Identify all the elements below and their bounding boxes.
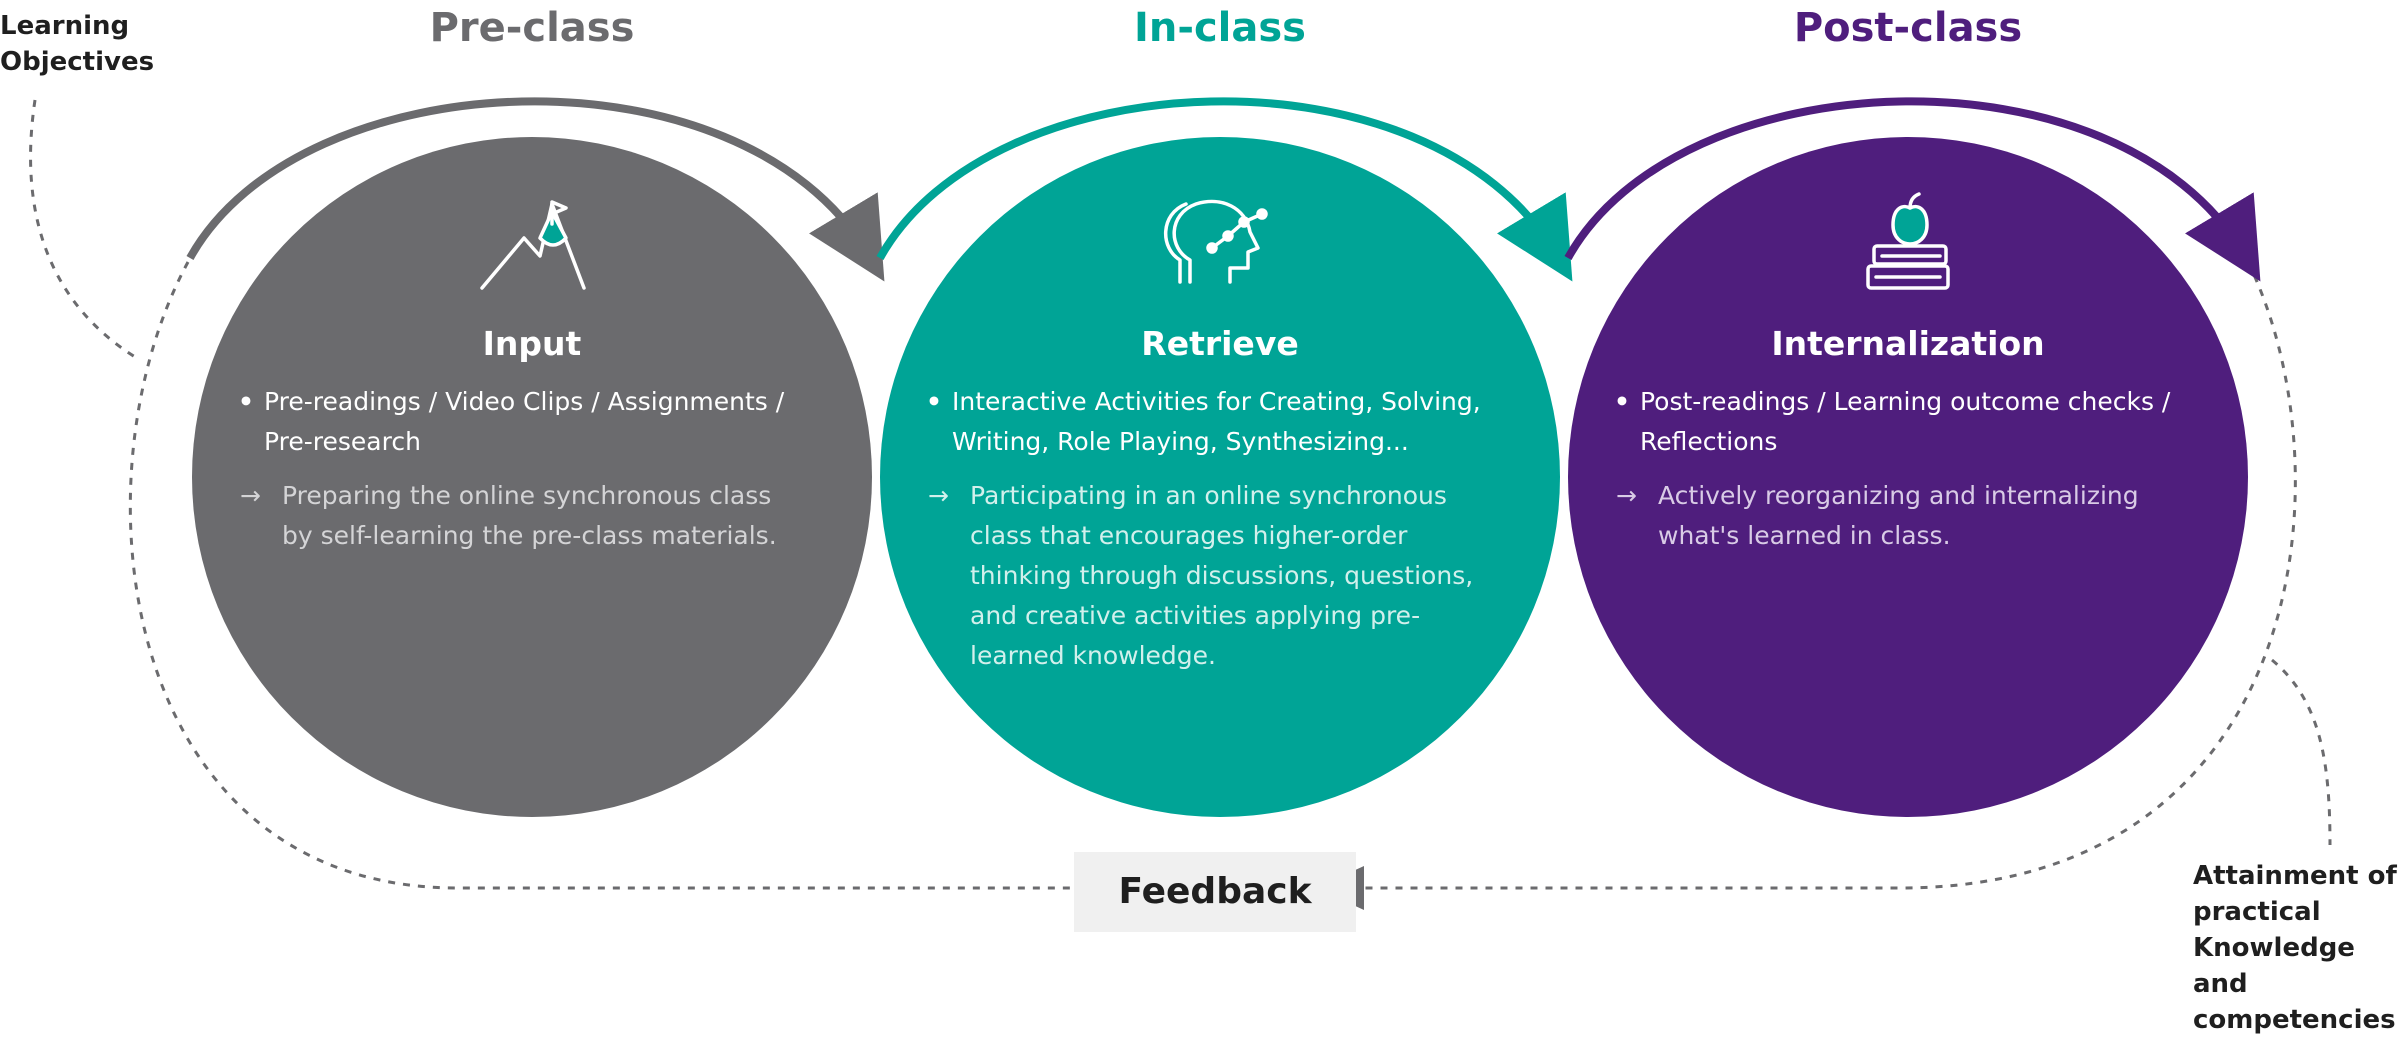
post-class-circle bbox=[1568, 137, 2248, 817]
arrow-right-icon: → bbox=[240, 481, 261, 510]
post-class-bullet-text: Post-readings / Learning outcome checks … bbox=[1640, 387, 2171, 456]
in-class-bullet: •Interactive Activities for Creating, So… bbox=[926, 387, 1481, 456]
feedback-label: Feedback bbox=[1118, 871, 1312, 912]
feedback-box bbox=[1074, 852, 1356, 932]
post-class-bullet: •Post-readings / Learning outcome checks… bbox=[1614, 387, 2171, 456]
attainment-label: Attainment of practical Knowledge and co… bbox=[2193, 861, 2397, 1035]
arrow-right-icon: → bbox=[928, 481, 949, 510]
pre-class-bullet-text: Pre-readings / Video Clips / Assignments… bbox=[264, 387, 785, 456]
pre-class-note-text: Preparing the online synchronous class b… bbox=[282, 481, 777, 550]
phase-title-pre-class: Pre-class bbox=[429, 5, 635, 51]
mountain-flag-icon bbox=[480, 200, 586, 290]
in-class-arc-arrow bbox=[876, 97, 1573, 282]
in-class-circle bbox=[880, 137, 1560, 817]
heads-network-icon bbox=[1164, 199, 1268, 284]
arrow-right-icon: → bbox=[1616, 481, 1637, 510]
feedback-loop-left bbox=[128, 261, 1074, 890]
learning-objectives-label: Learning Objectives bbox=[0, 11, 155, 77]
circle-title-internalization: Internalization bbox=[1771, 324, 2045, 363]
phase-title-post-class: Post-class bbox=[1793, 5, 2023, 51]
pre-class-bullet: •Pre-readings / Video Clips / Assignment… bbox=[238, 387, 785, 456]
apple-books-icon bbox=[1866, 192, 1950, 290]
pre-class-circle bbox=[192, 137, 872, 817]
post-class-note: → Actively reorganizing and internalizing… bbox=[1616, 476, 2176, 556]
post-class-note-text: Actively reorganizing and internalizing … bbox=[1658, 481, 2139, 550]
circle-title-retrieve: Retrieve bbox=[1141, 324, 1299, 363]
in-class-bullet-text: Interactive Activities for Creating, Sol… bbox=[952, 387, 1481, 456]
attainment-connector bbox=[2271, 658, 2332, 846]
post-class-arc-arrow bbox=[1564, 97, 2261, 282]
pre-class-arc-arrow bbox=[186, 97, 885, 282]
phase-title-in-class: In-class bbox=[1134, 5, 1306, 51]
circle-title-input: Input bbox=[482, 324, 582, 363]
pre-class-note: → Preparing the online synchronous class … bbox=[240, 476, 800, 556]
in-class-note-text: Participating in an online synchronous c… bbox=[970, 481, 1474, 670]
learning-objectives-connector bbox=[29, 99, 141, 362]
in-class-note: → Participating in an online synchronous … bbox=[928, 476, 1488, 676]
